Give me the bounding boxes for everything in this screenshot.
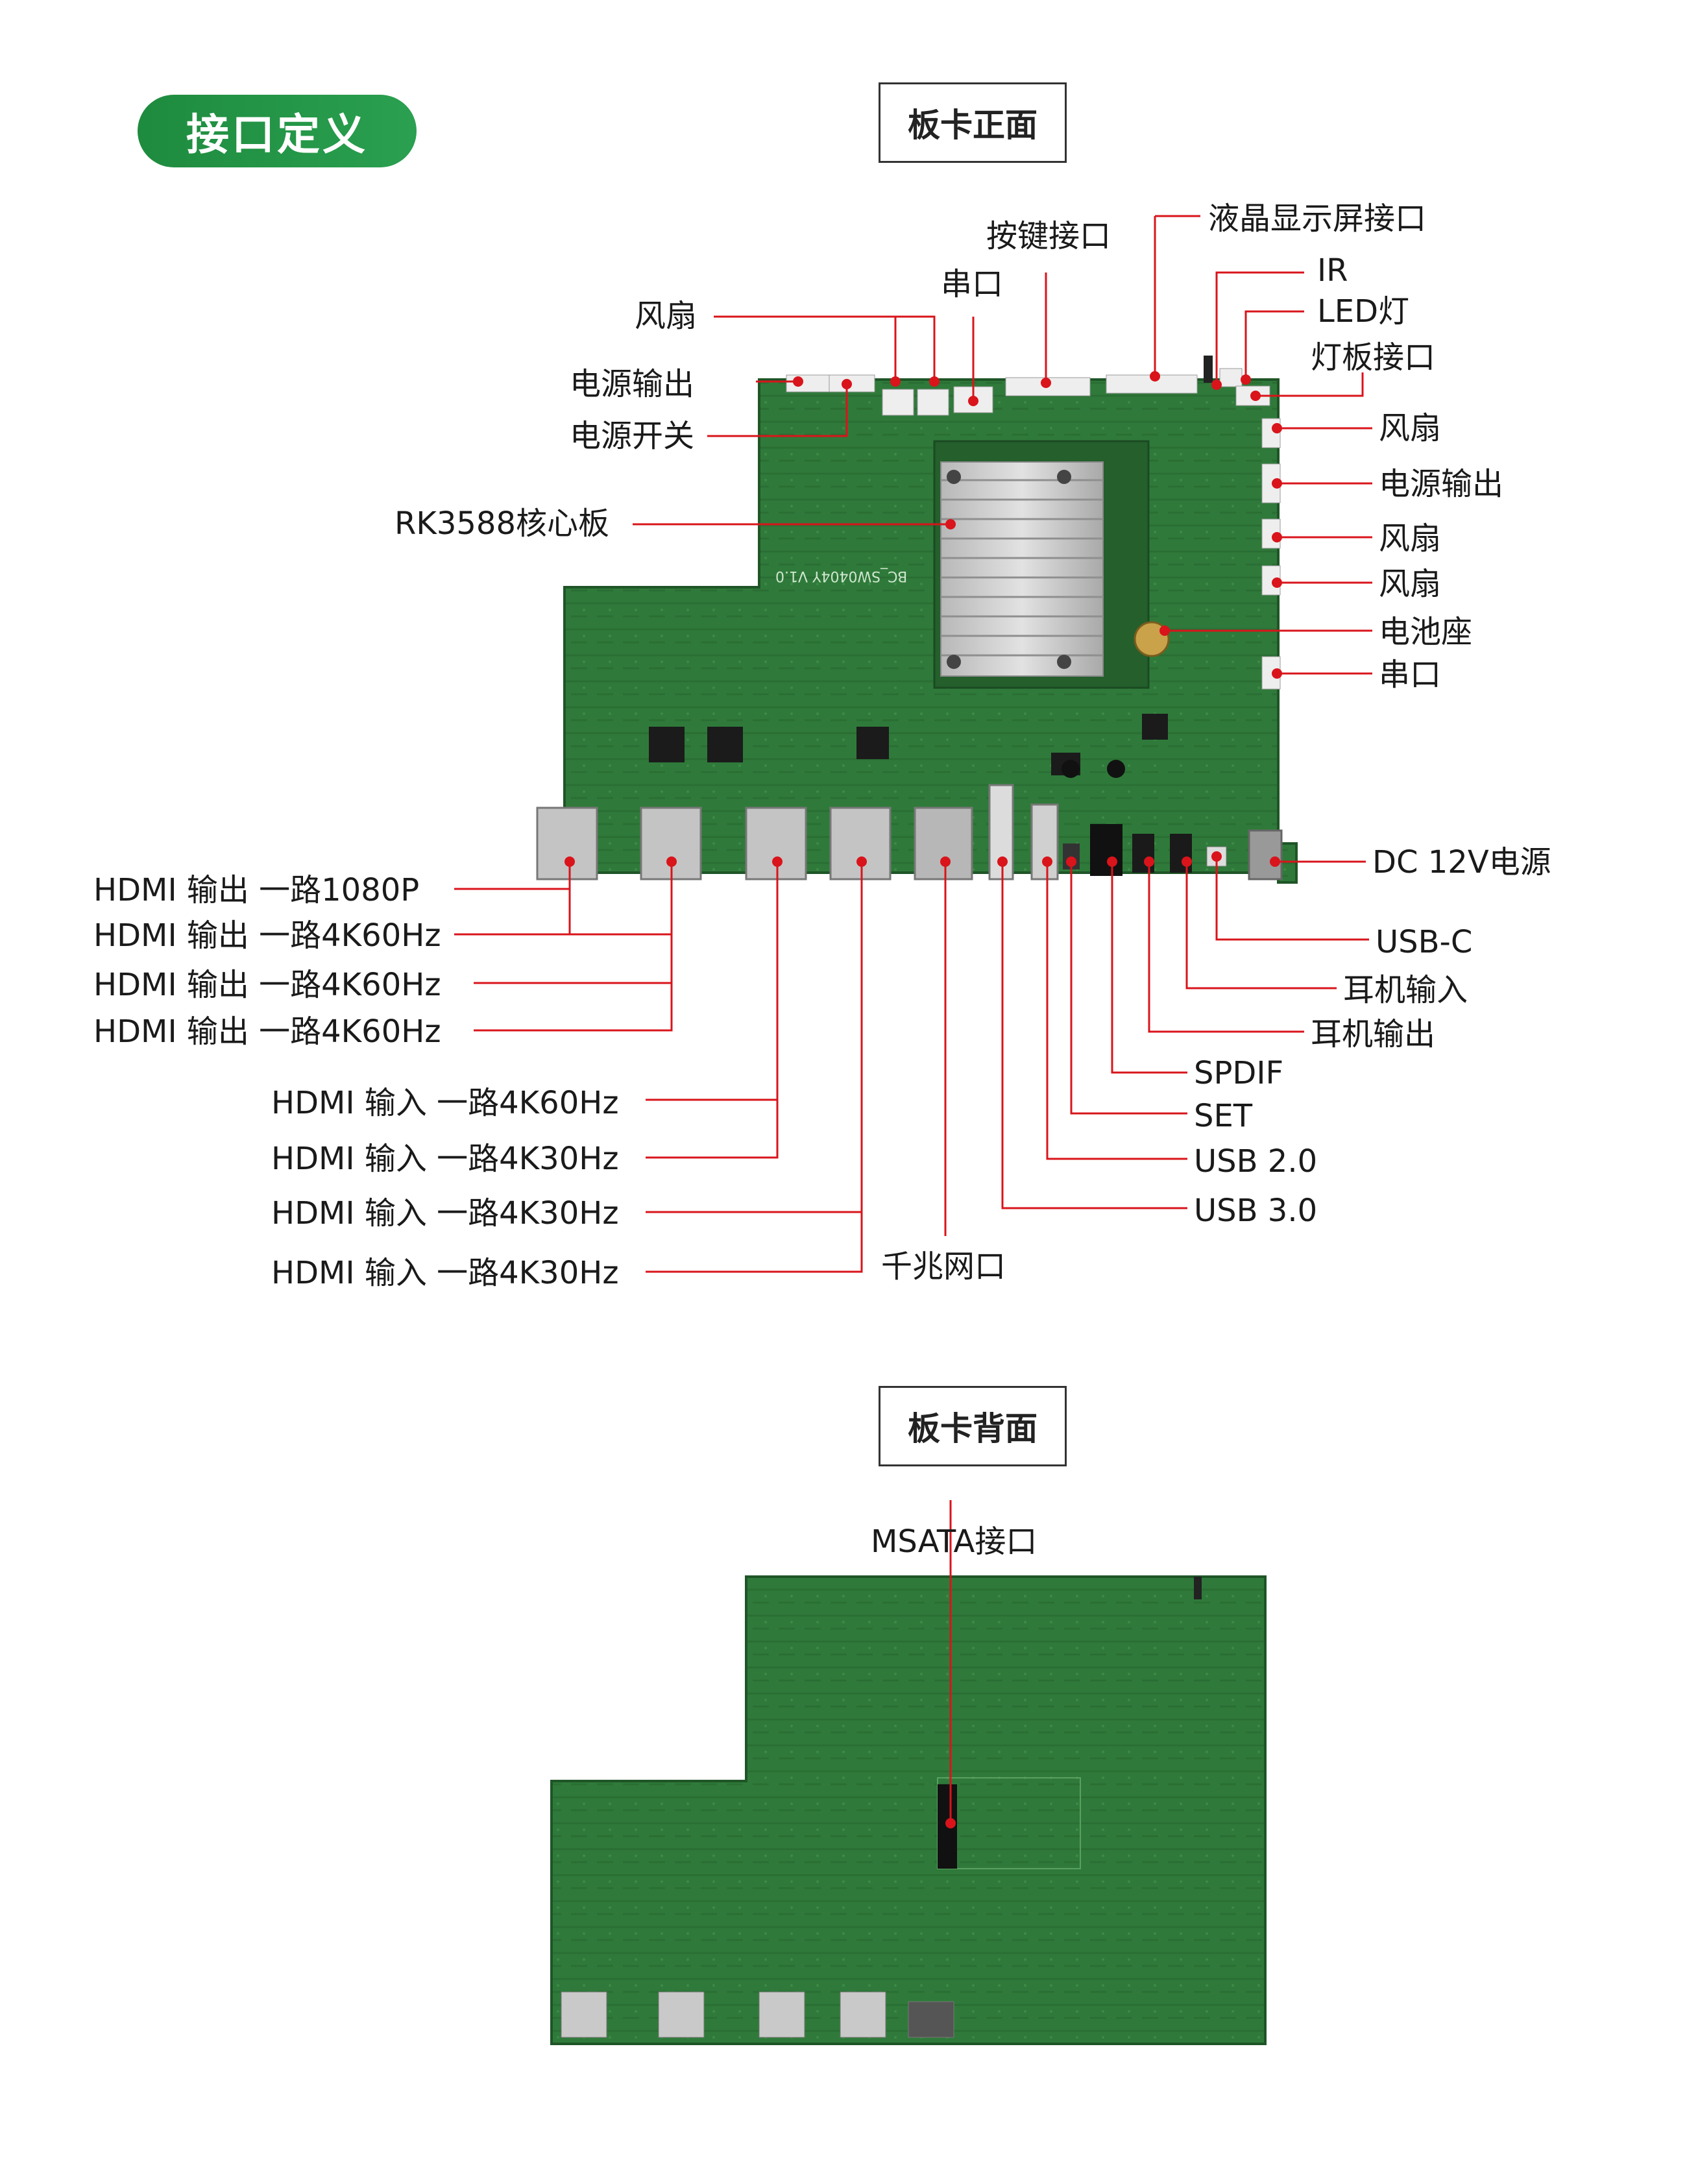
spdif-port	[1090, 824, 1123, 876]
label-msata: MSATA接口	[871, 1523, 1038, 1560]
connector-fan-top-1	[882, 389, 914, 416]
label-usbc: USB-C	[1376, 924, 1473, 960]
label-ir: IR	[1317, 252, 1348, 289]
label-lcd: 液晶显示屏接口	[1208, 200, 1427, 237]
connector-ir	[1204, 356, 1213, 383]
label-set: SET	[1194, 1098, 1253, 1134]
label-hdmi-in-2: HDMI 输入 一路4K30Hz	[271, 1141, 619, 1177]
board-silkscreen: BC_SW0404Y V1.0	[775, 568, 908, 584]
label-spdif: SPDIF	[1194, 1055, 1284, 1091]
label-hdmi-out-2: HDMI 输出 一路4K60Hz	[93, 917, 441, 954]
label-hdmi-out-3: HDMI 输出 一路4K60Hz	[93, 967, 441, 1003]
headphone-in-jack	[1170, 834, 1192, 873]
label-power-out-r: 电源输出	[1379, 466, 1504, 502]
connector-power-out-top	[786, 374, 832, 393]
back-title: 板卡背面	[879, 1386, 1067, 1466]
connector-led	[1219, 368, 1243, 387]
dc-jack	[1248, 829, 1283, 880]
back-pcb	[550, 1575, 1267, 2045]
usb2-port	[1030, 803, 1059, 880]
label-hdmi-in-3: HDMI 输入 一路4K30Hz	[271, 1195, 619, 1232]
heatsink	[940, 461, 1104, 677]
label-keys: 按键接口	[986, 218, 1111, 254]
section-title-badge: 接口定义	[138, 95, 417, 167]
connector-fan-top-2	[917, 389, 949, 416]
label-core: RK3588核心板	[394, 505, 609, 542]
label-fan-r3: 风扇	[1379, 566, 1442, 602]
label-hdmi-out-4: HDMI 输出 一路4K60Hz	[93, 1013, 441, 1050]
label-fan-top: 风扇	[635, 298, 698, 334]
label-power-switch: 电源开关	[570, 418, 695, 454]
label-fan-r2: 风扇	[1379, 520, 1442, 557]
front-leader-lines	[454, 215, 1372, 1273]
label-headphone-out: 耳机输出	[1311, 1016, 1436, 1052]
headphone-out-jack	[1132, 834, 1154, 873]
label-fan-r1: 风扇	[1379, 410, 1442, 446]
hdmi-ports	[536, 807, 892, 880]
label-dc: DC 12V电源	[1372, 844, 1551, 880]
label-hdmi-in-4: HDMI 输入 一路4K30Hz	[271, 1255, 619, 1291]
label-serial-r: 串口	[1379, 657, 1442, 693]
front-leader-dots	[564, 371, 1282, 867]
label-battery: 电池座	[1379, 614, 1473, 650]
label-headphone-in: 耳机输入	[1343, 972, 1468, 1008]
ethernet-port	[914, 807, 973, 880]
label-serial-top: 串口	[941, 266, 1004, 302]
label-led: LED灯	[1317, 293, 1410, 330]
connector-power-switch	[829, 374, 875, 393]
label-hdmi-out-1: HDMI 输出 一路1080P	[93, 872, 420, 908]
label-usb2: USB 2.0	[1194, 1143, 1318, 1180]
front-title: 板卡正面	[879, 82, 1067, 163]
label-hdmi-in-1: HDMI 输入 一路4K60Hz	[271, 1085, 619, 1121]
label-usb3: USB 3.0	[1194, 1193, 1318, 1229]
label-power-out-top: 电源输出	[570, 366, 695, 402]
label-ethernet: 千兆网口	[881, 1248, 1006, 1285]
label-lightboard: 灯板接口	[1311, 339, 1436, 376]
